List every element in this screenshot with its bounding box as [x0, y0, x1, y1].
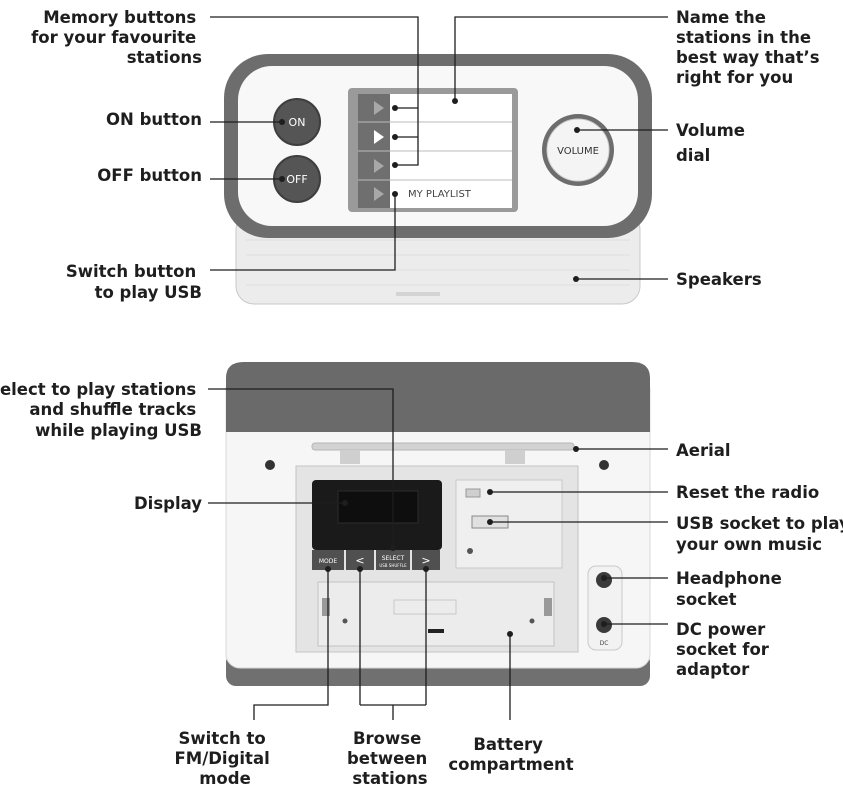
radio-back-view: MODE < SELECT USB SHUFFLE > — [225, 362, 651, 686]
switch-usb-button[interactable] — [374, 187, 384, 201]
volume-dial-label: VOLUME — [557, 146, 599, 157]
display — [312, 480, 442, 550]
usb-socket-label: USB socket to play your own music — [676, 514, 843, 554]
mode-button[interactable]: MODE — [312, 550, 344, 570]
aerial-label: Aerial — [676, 441, 731, 460]
name-stations-label: Name the stations in the best way that’s… — [676, 8, 825, 87]
off-button-callout: OFF button — [97, 166, 202, 185]
battery-compartment-label: Battery compartment — [448, 735, 573, 774]
select-button-sublabel: USB SHUFFLE — [379, 563, 407, 568]
switch-usb-label: Switch button to play USB — [66, 262, 202, 302]
memory-panel: MY PLAYLIST — [348, 88, 518, 212]
mode-button-label: MODE — [319, 558, 338, 565]
battery-compartment — [317, 581, 555, 647]
switch-mode-label: Switch to FM/Digital mode — [175, 729, 276, 788]
select-button[interactable]: SELECT USB SHUFFLE — [376, 550, 410, 570]
browse-stations-label: Browse between stations — [347, 729, 433, 788]
memory-buttons-label: Memory buttons for your favourite statio… — [31, 8, 202, 67]
aerial — [311, 442, 575, 464]
reset-button[interactable] — [465, 488, 481, 498]
headphone-socket-label: Headphone socket — [676, 569, 788, 609]
on-button[interactable]: ON — [273, 98, 321, 146]
next-button[interactable]: > — [412, 550, 440, 570]
dc-socket-label: DC — [600, 640, 609, 647]
reset-radio-label: Reset the radio — [676, 483, 819, 502]
memory-button-1[interactable] — [374, 101, 384, 115]
prev-button-label: < — [355, 554, 364, 567]
memory-button-2[interactable] — [374, 130, 384, 144]
prev-button[interactable]: < — [346, 550, 374, 570]
dc-power-label: DC power socket for adaptor — [676, 620, 775, 679]
display-label: Display — [134, 494, 202, 513]
radio-front-view: ON OFF MY PLAYLIST VOLUME — [224, 54, 652, 305]
top-view-labels: Memory buttons for your favourite statio… — [31, 8, 825, 302]
next-button-label: > — [421, 554, 430, 567]
memory-button-3[interactable] — [374, 159, 384, 173]
playlist-label: MY PLAYLIST — [408, 189, 472, 200]
speakers-label: Speakers — [676, 270, 762, 289]
top-view-leaders — [210, 16, 668, 282]
select-stations-label: Select to play stations and shuffle trac… — [0, 380, 202, 440]
off-button-label: OFF — [286, 173, 307, 186]
volume-dial[interactable]: VOLUME — [542, 114, 614, 186]
on-button-callout: ON button — [106, 110, 202, 129]
back-view-labels: Select to play stations and shuffle trac… — [0, 380, 843, 788]
volume-dial-callout: Volume dial — [676, 121, 751, 165]
back-view-leaders — [208, 388, 668, 720]
select-button-label: SELECT — [382, 555, 405, 562]
off-button[interactable]: OFF — [273, 155, 321, 203]
reset-usb-panel — [455, 479, 563, 569]
socket-panel: DC — [587, 565, 623, 651]
on-button-label: ON — [289, 116, 306, 129]
